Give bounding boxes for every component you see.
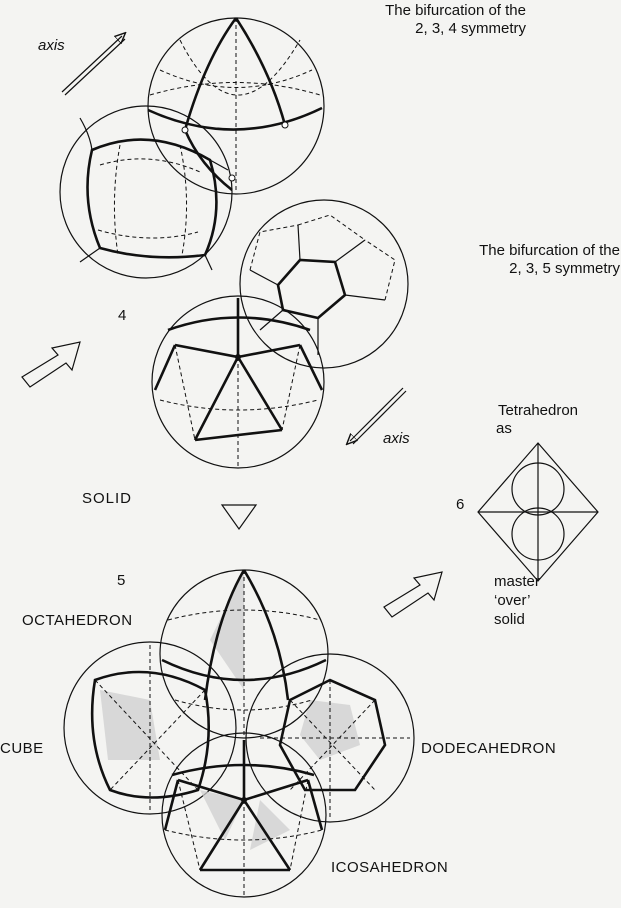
dodecahedron-label: DODECAHEDRON: [421, 740, 557, 757]
tetrahedron-line1: Tetrahedron: [497, 402, 579, 419]
cube-sphere-bottom: [63, 641, 237, 815]
icosahedron-sphere-mid: [151, 295, 325, 469]
icosahedron-label: ICOSAHEDRON: [331, 859, 449, 876]
icosahedron-sphere-bottom: [161, 732, 327, 898]
octahedron-sphere-bottom: [159, 569, 329, 739]
master-caption: master ‘over’ solid: [494, 572, 540, 629]
master-line3: solid: [494, 611, 525, 628]
hollow-arrow-4: [21, 341, 81, 388]
master-line2: ‘over’: [494, 592, 531, 609]
bifurcation-234-line1: The bifurcation of the: [385, 2, 526, 19]
master-line1: master: [494, 573, 540, 590]
axis-arrow-mid: [350, 387, 407, 444]
tetrahedron-caption: Tetrahedron as: [490, 402, 586, 438]
solid-label: SOLID: [82, 490, 133, 507]
axis-label-mid: axis: [383, 430, 410, 447]
hollow-arrow-5: [383, 571, 443, 618]
cube-label: CUBE: [0, 740, 44, 757]
down-triangle: [220, 504, 258, 531]
axis-label-top: axis: [38, 37, 65, 54]
bifurcation-235-line1: The bifurcation of the: [479, 242, 620, 259]
axis-arrow-top: [61, 36, 125, 96]
bifurcation-235-line2: 2, 3, 5 symmetry: [509, 260, 620, 277]
tetrahedron-line2: as: [496, 420, 512, 437]
bifurcation-234-line2: 2, 3, 4 symmetry: [415, 20, 526, 37]
cube-sphere-top: [59, 105, 233, 279]
figure-number-4: 4: [118, 307, 127, 324]
bifurcation-235-title: The bifurcation of the 2, 3, 5 symmetry: [420, 242, 620, 278]
dodecahedron-sphere-mid: [239, 199, 409, 369]
octahedron-sphere-top: [147, 17, 325, 195]
figure-number-5: 5: [117, 572, 126, 589]
octahedron-label: OCTAHEDRON: [22, 612, 133, 629]
tetrahedron-figure: [477, 442, 599, 582]
figure-number-6: 6: [456, 496, 465, 513]
bifurcation-234-title: The bifurcation of the 2, 3, 4 symmetry: [340, 2, 526, 38]
